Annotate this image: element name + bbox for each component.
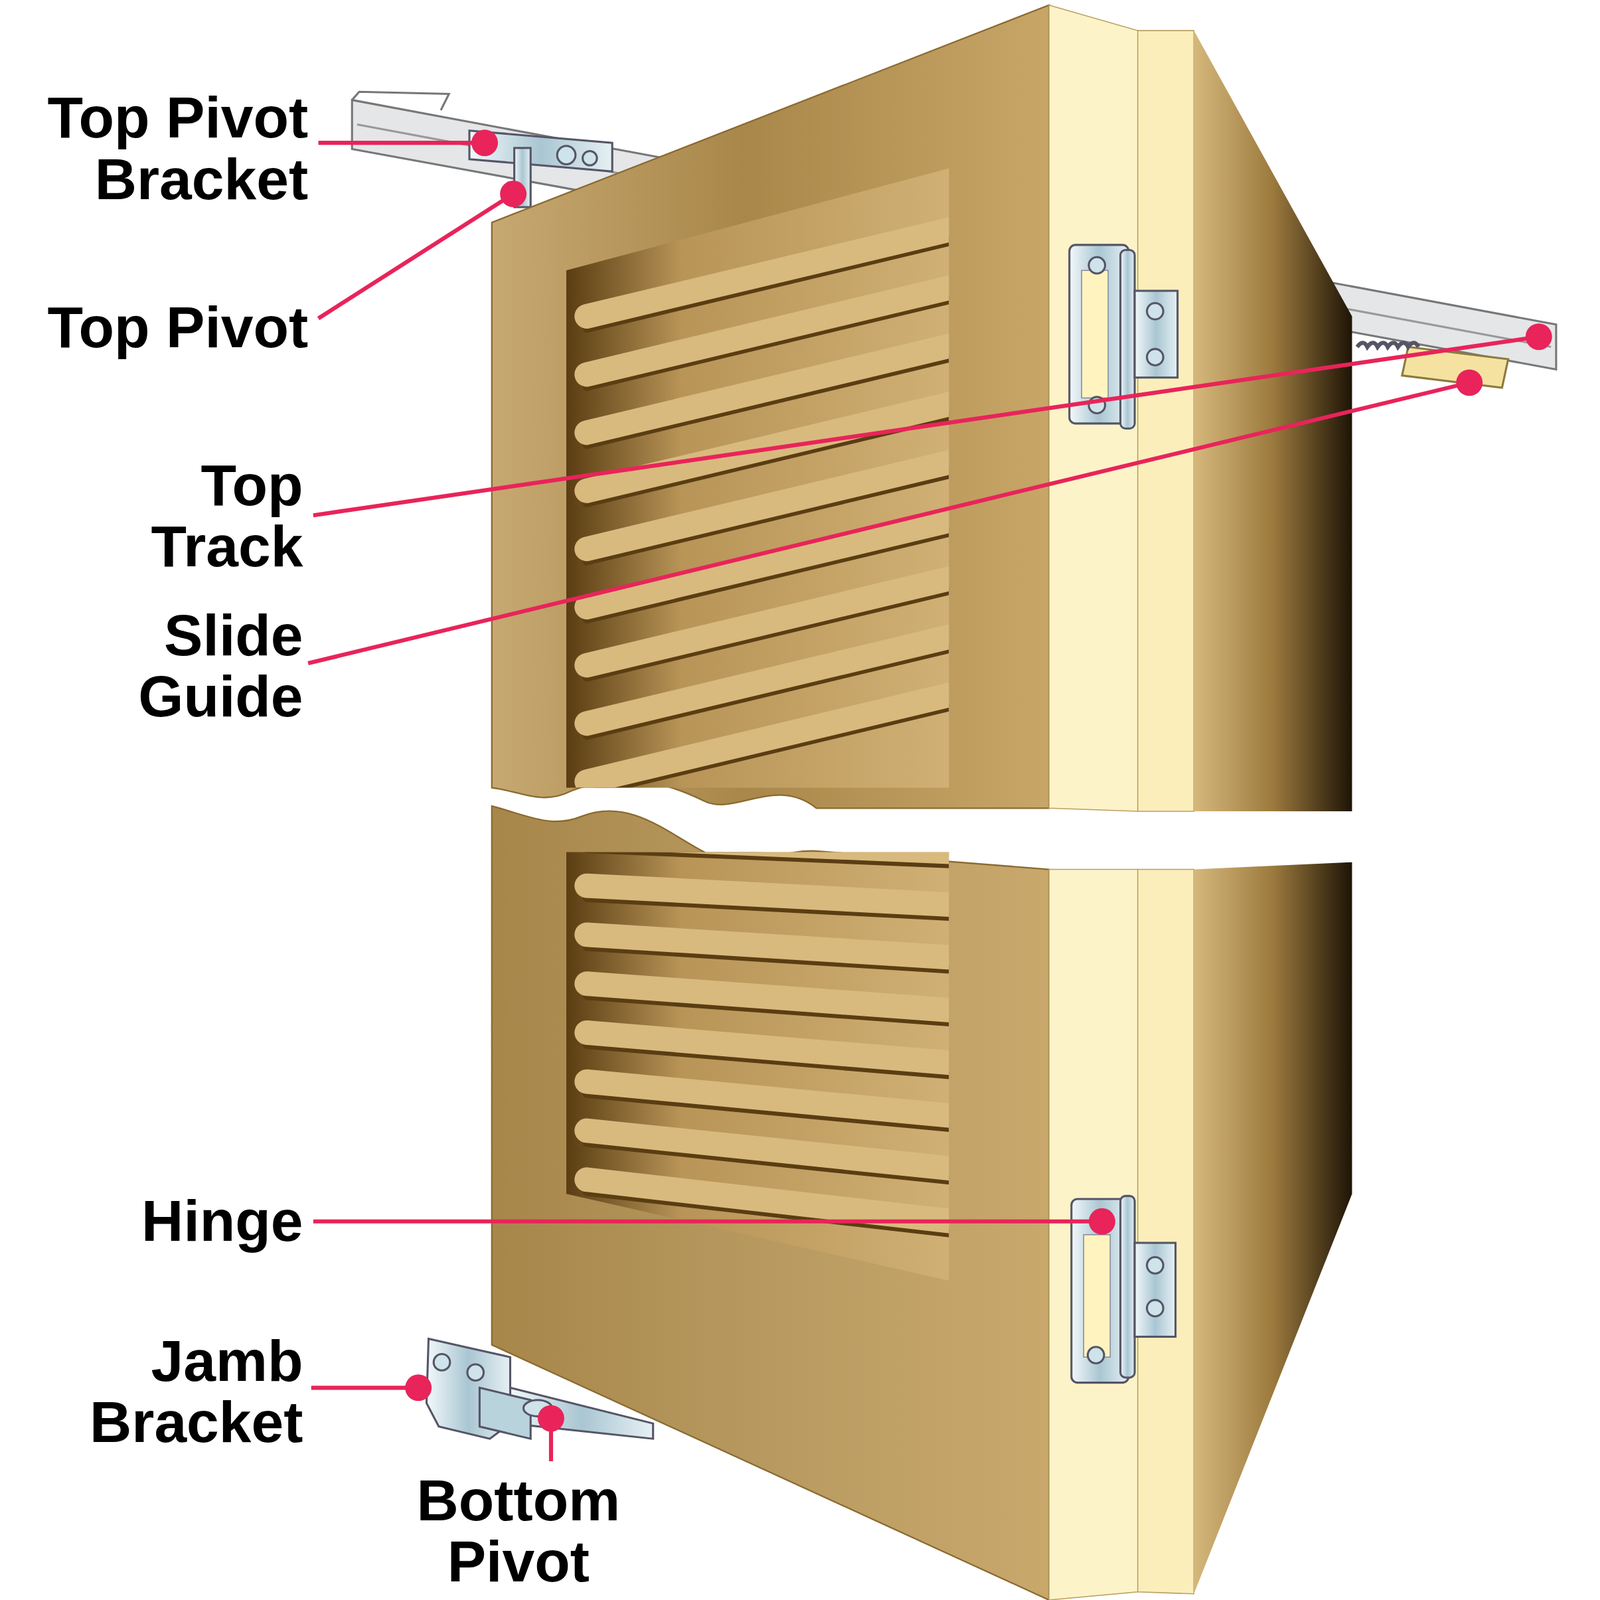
part-label: Top Track [98,454,303,577]
door-face [491,5,1049,809]
door-edge [1137,869,1195,1595]
leader-line [308,382,1470,664]
part-label: Slide Guide [98,604,303,727]
hinge-lower [1071,1195,1176,1383]
part-label: Jamb Bracket [58,1329,304,1452]
leader-dot [404,1374,432,1401]
leader-line [318,140,486,145]
louvers [586,836,980,1237]
second-leaf [1193,862,1352,1595]
leader-dot [499,180,527,208]
door-edge [1048,869,1138,1600]
leader-dot [1455,369,1483,396]
part-label: Bottom Pivot [395,1469,641,1592]
part-label: Hinge [17,1189,303,1251]
leader-line [313,1219,1103,1224]
spring [1357,342,1419,347]
screw [582,150,598,166]
part-label: Top Pivot Bracket [22,86,309,210]
leader-dot [1088,1208,1116,1235]
louvers [586,222,980,795]
slide-guide-hardware [1357,342,1508,388]
screw [557,146,576,165]
leader-line [313,336,1539,516]
second-leaf [1193,30,1352,812]
jamb-bracket [426,1339,653,1440]
leader-dot [1525,323,1553,350]
leader-line [311,1385,419,1390]
door-edge [1137,30,1195,812]
leader-dot [471,129,498,157]
door-upper [491,5,1353,812]
leader-lines [308,129,1553,1462]
leader-dot [537,1404,565,1432]
part-label: Top Pivot [22,296,309,358]
track-lip [351,91,449,111]
leader-line [318,193,514,319]
door-lower [491,805,1353,1600]
